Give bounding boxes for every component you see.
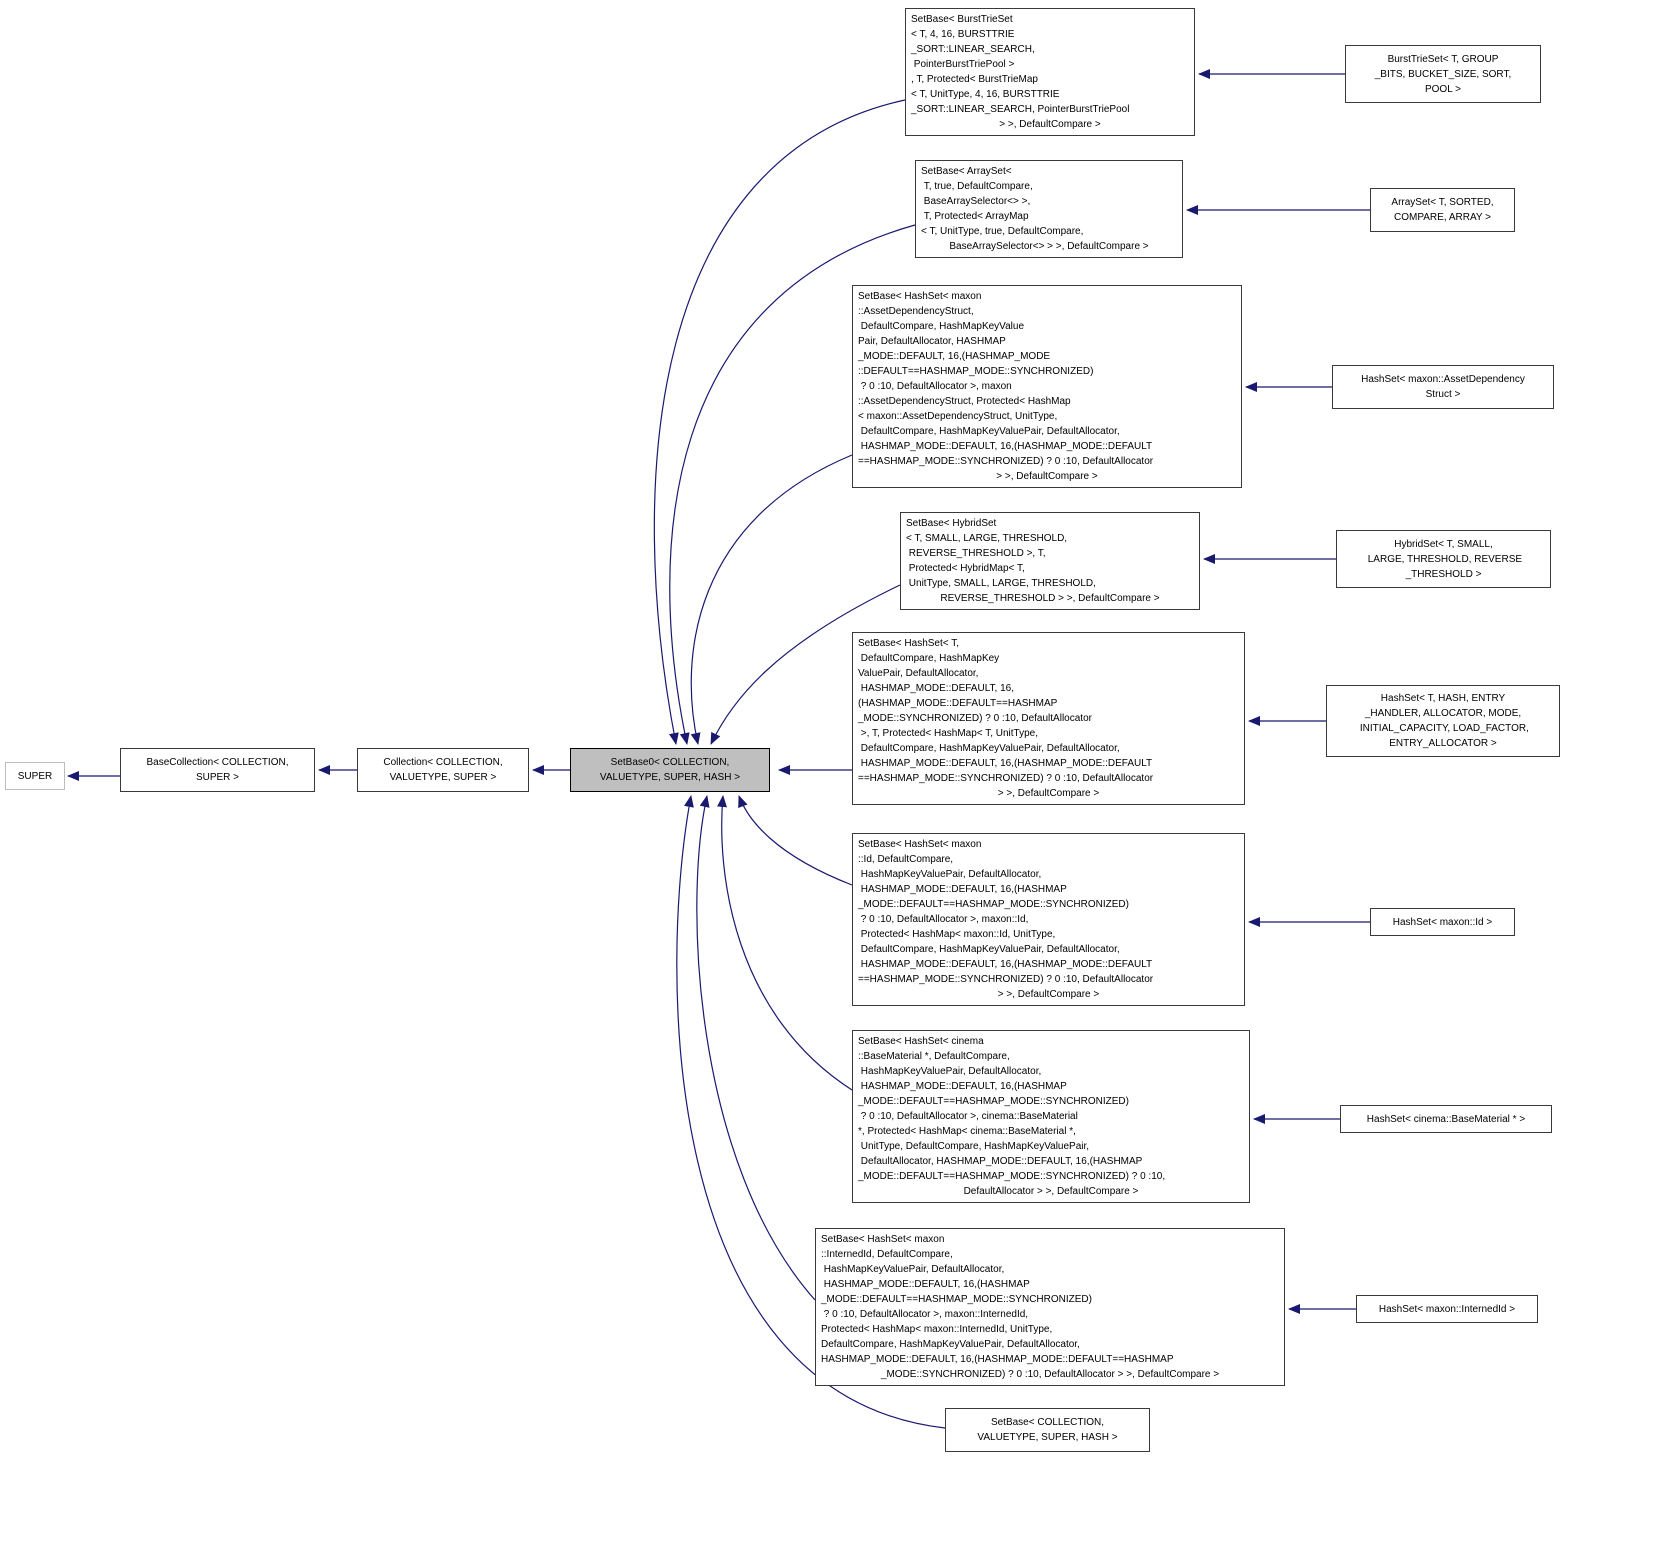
class-node-setbase-hashset-assetdependencystruct[interactable]: SetBase< HashSet< maxon ::AssetDependenc…	[852, 285, 1242, 488]
edge-sb-interned-setbase0	[696, 795, 816, 1301]
class-node-collection[interactable]: Collection< COLLECTION, VALUETYPE, SUPER…	[357, 748, 529, 792]
edge-sb-maxon-id-setbase0	[738, 795, 853, 886]
class-node-setbase-hashset-t[interactable]: SetBase< HashSet< T, DefaultCompare, Has…	[852, 632, 1245, 805]
class-node-hybridset[interactable]: HybridSet< T, SMALL, LARGE, THRESHOLD, R…	[1336, 530, 1551, 588]
class-node-setbase-hashset-maxon-id[interactable]: SetBase< HashSet< maxon ::Id, DefaultCom…	[852, 833, 1245, 1006]
edge-sb-assetdep-setbase0	[690, 454, 853, 745]
class-node-hashset-maxon-internedid[interactable]: HashSet< maxon::InternedId >	[1356, 1295, 1538, 1323]
class-node-hashset-maxon-id[interactable]: HashSet< maxon::Id >	[1370, 908, 1515, 936]
class-node-setbase-hybridset[interactable]: SetBase< HybridSet < T, SMALL, LARGE, TH…	[900, 512, 1200, 610]
class-node-setbase-hashset-maxon-internedid[interactable]: SetBase< HashSet< maxon ::InternedId, De…	[815, 1228, 1285, 1386]
edge-sb-cinema-mat-setbase0	[717, 795, 853, 1091]
class-node-super: SUPER	[5, 762, 65, 790]
class-node-arrayset[interactable]: ArraySet< T, SORTED, COMPARE, ARRAY >	[1370, 188, 1515, 232]
class-node-hashset-t[interactable]: HashSet< T, HASH, ENTRY _HANDLER, ALLOCA…	[1326, 685, 1560, 757]
class-node-basecollection[interactable]: BaseCollection< COLLECTION, SUPER >	[120, 748, 315, 792]
class-node-setbase-hashset-cinema-basematerial[interactable]: SetBase< HashSet< cinema ::BaseMaterial …	[852, 1030, 1250, 1203]
class-node-setbase-collection[interactable]: SetBase< COLLECTION, VALUETYPE, SUPER, H…	[945, 1408, 1150, 1452]
class-node-hashset-cinema-basematerial[interactable]: HashSet< cinema::BaseMaterial * >	[1340, 1105, 1552, 1133]
class-node-bursttrieset[interactable]: BurstTrieSet< T, GROUP _BITS, BUCKET_SIZ…	[1345, 45, 1541, 103]
class-node-hashset-assetdependencystruct[interactable]: HashSet< maxon::AssetDependency Struct >	[1332, 365, 1554, 409]
class-node-setbase-arrayset[interactable]: SetBase< ArraySet< T, true, DefaultCompa…	[915, 160, 1183, 258]
class-node-setbase0-highlighted[interactable]: SetBase0< COLLECTION, VALUETYPE, SUPER, …	[570, 748, 770, 792]
class-node-setbase-bursttrieset[interactable]: SetBase< BurstTrieSet < T, 4, 16, BURSTT…	[905, 8, 1195, 136]
